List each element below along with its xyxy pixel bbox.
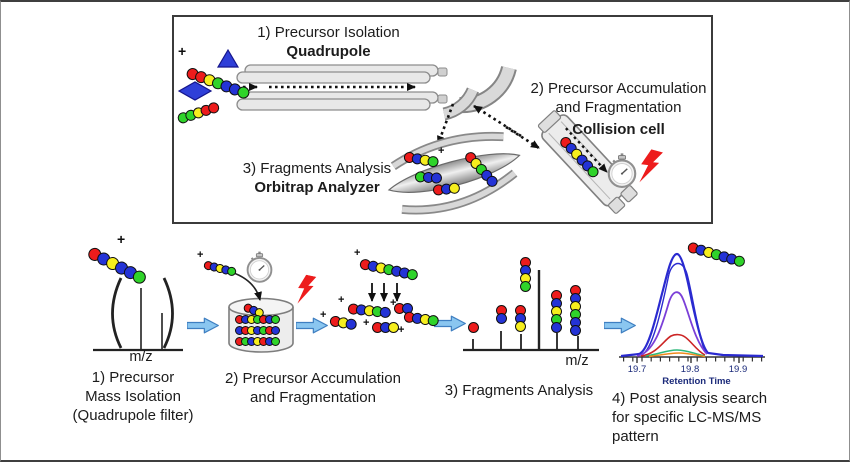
charge-plus: + (438, 145, 445, 157)
bead-Y (388, 322, 399, 333)
molecule-stack-peak2 (496, 305, 507, 324)
molecule-stack-peak1 (468, 322, 479, 333)
charge-plus: + (354, 247, 361, 259)
panel-step2-line3: Collision cell (572, 121, 665, 139)
mz-axis-label-1: m/z (129, 349, 153, 365)
mz-axis-label-2: m/z (565, 353, 589, 369)
lightning-bolt-icon-small (294, 273, 317, 307)
molecule-chain-trap-row (235, 315, 280, 324)
panel-step3-line1: 3) Fragments Analysis (242, 160, 392, 177)
molecule-chain-orbitrap-2 (414, 171, 443, 184)
charge-plus: + (338, 294, 345, 306)
molecule-chain-trap-row (235, 326, 280, 335)
molecule-stack-peak6 (570, 285, 581, 336)
charge-plus: + (398, 324, 405, 336)
orbitrap (387, 131, 521, 215)
bead-G (426, 155, 440, 168)
lightning-bolt-icon (636, 147, 663, 187)
isolation-spectrum (93, 277, 183, 352)
bead-B (551, 322, 562, 333)
bead-B (430, 172, 443, 184)
trace-blue-inner (640, 262, 706, 356)
charge-plus: + (117, 231, 126, 247)
bead-R (468, 322, 479, 333)
stopwatch-icon (607, 153, 637, 189)
panel-step3-label: 3) Fragments Analysis Orbitrap Analyzer (233, 159, 401, 197)
charge-plus: + (390, 297, 397, 309)
molecule-stack-peak3 (515, 305, 526, 332)
panel-step3-line2: Orbitrap Analyzer (254, 179, 380, 197)
bead-G (427, 314, 440, 327)
workflow-step2-line2: and Fragmentation (250, 389, 376, 407)
stopwatch-icon-small (246, 251, 273, 283)
molecule-stack-peak4 (520, 257, 531, 292)
workflow-step2-label: 2) Precursor Accumulation and Fragmentat… (197, 369, 429, 407)
bead-G (271, 315, 280, 324)
bead-B (344, 317, 358, 331)
triangle-ion-shape (216, 48, 240, 68)
bead-G (405, 268, 419, 282)
trace-purple (636, 291, 708, 357)
molecule-chain-trap-row (235, 337, 280, 346)
workflow-step1-line3: (Quadrupole filter) (72, 407, 194, 425)
panel-step2-label: 2) Precursor Accumulation and Fragmentat… (516, 79, 721, 140)
workflow-step4-line2: for specific LC-MS/MS (612, 409, 762, 427)
bead-Y (448, 182, 461, 195)
bead-Y (515, 321, 526, 332)
panel-step1-label: 1) Precursor Isolation Quadrupole (236, 23, 421, 61)
diamond-ion-shape (177, 81, 213, 101)
workflow-step4-label: 4) Post analysis search for specific LC-… (612, 389, 777, 447)
trace-green (645, 349, 706, 357)
charge-plus: + (178, 43, 187, 59)
bead-G (520, 281, 531, 292)
bead-B (570, 325, 581, 336)
chromatogram (619, 252, 765, 363)
molecule-stack-peak5 (551, 290, 562, 333)
workflow-step4-line1: 4) Post analysis search (612, 390, 768, 407)
charge-plus: + (197, 249, 204, 261)
charge-plus: + (320, 309, 327, 321)
workflow-step3-label: 3) Fragments Analysis (444, 382, 594, 399)
bead-B (496, 313, 507, 324)
panel-step1-line1: 1) Precursor Isolation (257, 24, 400, 41)
panel-step2-line2: and Fragmentation (555, 99, 682, 117)
fragmentation-arrows (368, 283, 401, 302)
molecule-chain-fragment (372, 322, 399, 333)
c-trap (442, 65, 517, 121)
ion-transfer-dotted-arrows (436, 103, 540, 150)
panel-step1-line2: Quadrupole (286, 43, 371, 61)
workflow-step4-line3: pattern (612, 428, 659, 446)
workflow-step1-line1: 1) Precursor (91, 369, 175, 386)
panel-step2-line1: 2) Precursor Accumulation (530, 80, 707, 97)
rt-tick-19-8: 19.8 (680, 364, 700, 375)
workflow-step1-line2: Mass Isolation (85, 388, 181, 406)
trace-red (640, 333, 706, 357)
workflow-step1-label: 1) Precursor Mass Isolation (Quadrupole … (63, 368, 203, 426)
rt-tick-19-7: 19.7 (627, 364, 647, 375)
bead-G (271, 337, 280, 346)
charge-plus: + (363, 317, 370, 329)
workflow-step2-line1: 2) Precursor Accumulation (225, 370, 401, 387)
rt-axis-title: Retention Time (662, 376, 731, 387)
rt-tick-19-9: 19.9 (728, 364, 748, 375)
fragment-spectrum (463, 270, 599, 352)
trace-blue (620, 252, 764, 358)
quadrupole-rods (236, 64, 448, 111)
trace-orange (648, 352, 706, 358)
bead-B (271, 326, 280, 335)
